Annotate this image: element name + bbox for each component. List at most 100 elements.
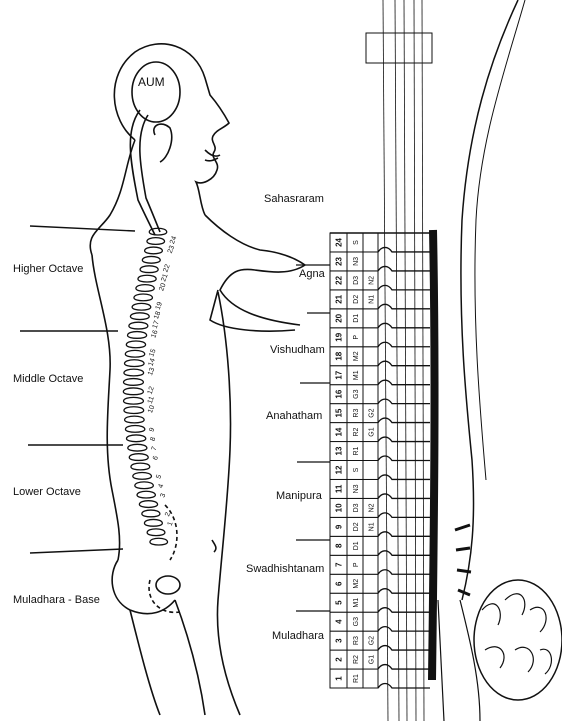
- spine-number: 14: [148, 357, 157, 367]
- vertebra: [136, 285, 154, 292]
- spine-number: 10: [147, 404, 156, 414]
- swara-alt-label: G2: [369, 408, 376, 417]
- face-detail: [205, 150, 220, 161]
- fret-number: 1: [335, 676, 344, 681]
- swara-alt-label: N2: [369, 503, 376, 512]
- swara-label: S: [353, 467, 360, 472]
- string-5: [422, 0, 424, 721]
- veena-neck: [366, 0, 562, 721]
- swara-label: R2: [353, 427, 360, 436]
- fret-bar: [378, 494, 430, 499]
- fret-row: 6 M2: [330, 574, 430, 593]
- fret-bar: [378, 342, 430, 347]
- vertebra: [147, 238, 165, 245]
- string-2: [395, 0, 399, 721]
- fret-bar: [378, 285, 430, 290]
- fret-number: 4: [335, 619, 344, 624]
- fret-number: 15: [335, 408, 344, 417]
- vertebra: [138, 275, 156, 282]
- vertebra: [124, 407, 144, 414]
- swara-alt-label: G1: [369, 655, 376, 664]
- fret-bar: [378, 665, 430, 670]
- vertebra: [140, 266, 158, 273]
- string-1: [383, 0, 388, 721]
- vertebra: [130, 313, 149, 320]
- vertebra: [125, 416, 145, 423]
- swara-label: G3: [353, 617, 360, 626]
- octave-label-lower: Lower Octave: [13, 486, 81, 498]
- swara-label: D1: [353, 314, 360, 323]
- swara-alt-cell: [363, 233, 378, 252]
- buttock: [112, 560, 175, 614]
- vertebra: [142, 510, 160, 517]
- swara-alt-cell: [363, 479, 378, 498]
- fret-number: 5: [335, 600, 344, 605]
- fret-number: 8: [335, 543, 344, 548]
- fret-bar: [378, 570, 430, 575]
- swara-label: M1: [353, 370, 360, 380]
- swara-label: G3: [353, 389, 360, 398]
- chakra-label-muladhara: Muladhara: [272, 630, 324, 642]
- fret-number: 6: [335, 581, 344, 586]
- brain-aum: [132, 62, 180, 122]
- vertebra: [126, 341, 145, 348]
- fret-bar: [378, 608, 430, 613]
- swara-label: D1: [353, 541, 360, 550]
- spine-number: 11: [147, 395, 156, 404]
- vertebra: [129, 322, 148, 329]
- fret-number: 3: [335, 638, 344, 643]
- tuning-pegs: [455, 525, 471, 595]
- fret-number: 9: [335, 524, 344, 529]
- resonator-petals: [482, 594, 551, 674]
- chakra-label-vishudham: Vishudham: [270, 344, 325, 356]
- dashed-curve: [149, 505, 180, 612]
- fret-bar: [378, 266, 430, 271]
- swara-label: M2: [353, 579, 360, 589]
- neck-back: [90, 140, 135, 255]
- vertebra: [132, 303, 151, 310]
- octave-label-middle: Middle Octave: [13, 373, 83, 385]
- spine-number: 24: [169, 235, 178, 245]
- fret-number: 24: [335, 237, 344, 246]
- swara-alt-cell: [363, 442, 378, 461]
- vertebra: [129, 454, 148, 461]
- swara-alt-cell: [363, 347, 378, 366]
- spine-number: 19: [155, 301, 164, 311]
- fret-bar: [378, 551, 430, 556]
- spine-number: 1: [167, 521, 175, 527]
- spine-number: 3: [160, 493, 168, 499]
- swara-label: M2: [353, 351, 360, 361]
- spine-number: 20: [158, 282, 167, 292]
- fret-number: 11: [335, 484, 344, 493]
- divider-1: [30, 226, 135, 231]
- spine-number: 4: [157, 483, 165, 489]
- arm-lower: [210, 290, 295, 331]
- vertebra: [125, 350, 144, 357]
- spine-number: 18: [153, 310, 162, 320]
- fret-bar: [378, 513, 430, 518]
- swara-label: N3: [353, 484, 360, 493]
- leg-back: [130, 610, 160, 715]
- chakra-label-swadhishtanam: Swadhishtanam: [246, 563, 324, 575]
- fret-row: 8 D1: [330, 536, 430, 555]
- swara-alt-cell: [363, 555, 378, 574]
- spine-number: 8: [149, 436, 157, 442]
- spine-number: 17: [152, 320, 161, 330]
- fret-number: 2: [335, 657, 344, 662]
- swara-alt-label: N1: [369, 522, 376, 531]
- swara-label: P: [353, 335, 360, 340]
- vertebra: [133, 472, 152, 479]
- vertebra: [125, 360, 145, 367]
- fret-bar: [378, 646, 430, 651]
- fret-number: 21: [335, 294, 344, 303]
- swara-alt-cell: [363, 309, 378, 328]
- vertebra: [150, 538, 168, 545]
- fret-number: 7: [335, 562, 344, 567]
- fret-number: 19: [335, 332, 344, 341]
- swara-alt-label: N2: [369, 276, 376, 285]
- swara-alt-cell: [363, 669, 378, 688]
- ear: [154, 124, 172, 162]
